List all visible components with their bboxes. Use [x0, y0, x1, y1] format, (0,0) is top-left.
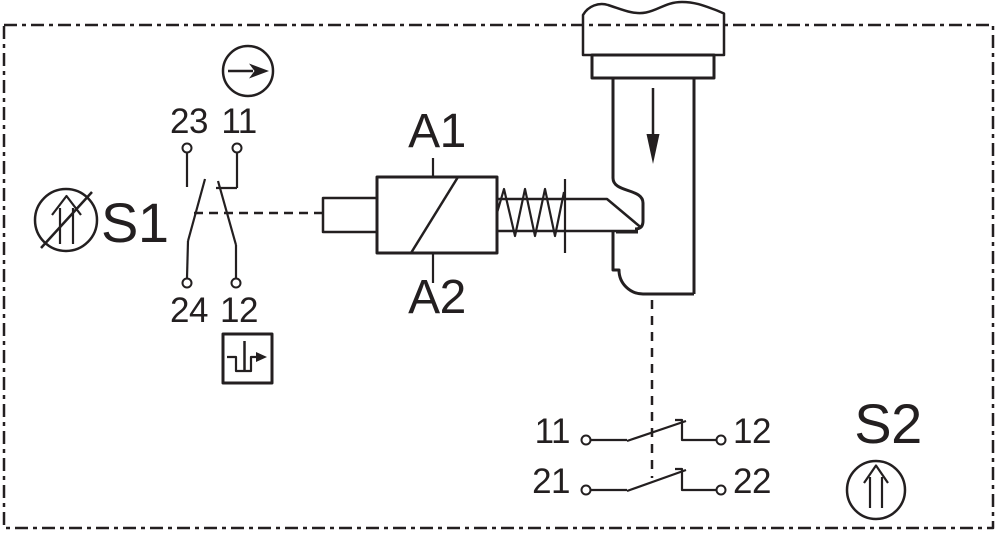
coil-terminal-a2: A2	[408, 271, 466, 324]
terminal-dot	[231, 142, 243, 154]
terminal-dot	[580, 434, 592, 446]
solenoid-coil: A1 A2	[321, 105, 499, 324]
terminal-label-22: 22	[733, 462, 771, 501]
s1-contact-block: 23 11 24 12	[170, 102, 258, 330]
terminal-dot	[230, 277, 242, 289]
no-contact-blade	[186, 178, 207, 242]
terminal-label-21: 21	[532, 462, 570, 501]
coil-terminal-a1: A1	[408, 105, 466, 158]
actuation-direction-icon	[221, 44, 275, 98]
terminal-label-12: 12	[220, 291, 258, 330]
s1-crossed-up-arrow-icon	[33, 187, 99, 253]
arrow-down-icon	[646, 134, 660, 164]
nc-contact-blade	[626, 419, 687, 443]
terminal-dot	[181, 142, 193, 154]
terminal-dot	[181, 277, 193, 289]
actuator-head	[590, 53, 716, 80]
terminal-dot	[715, 484, 727, 496]
s2-label: S2	[854, 392, 922, 455]
terminal-label-11: 11	[535, 412, 570, 451]
terminal-label-11: 11	[221, 102, 256, 141]
return-spring	[495, 187, 566, 238]
s2-up-arrow-icon	[845, 459, 907, 521]
nc-contact-hook	[675, 467, 716, 492]
locking-bolt	[495, 179, 642, 253]
terminal-label-23: 23	[170, 102, 208, 141]
device-boundary-border	[2, 23, 995, 530]
terminal-dot	[580, 484, 592, 496]
terminal-dot	[715, 434, 727, 446]
lock-channel	[611, 78, 696, 296]
s1-label: S1	[101, 191, 169, 254]
nc-contact-blade	[626, 468, 687, 493]
s2-contact-block: 11 12 21 22	[532, 412, 771, 501]
nc-contact-hook	[675, 418, 716, 442]
terminal-label-12: 12	[733, 412, 771, 451]
actuator-tongue	[581, 0, 726, 80]
terminal-label-24: 24	[170, 291, 208, 330]
positive-opening-travel-icon	[221, 332, 274, 385]
